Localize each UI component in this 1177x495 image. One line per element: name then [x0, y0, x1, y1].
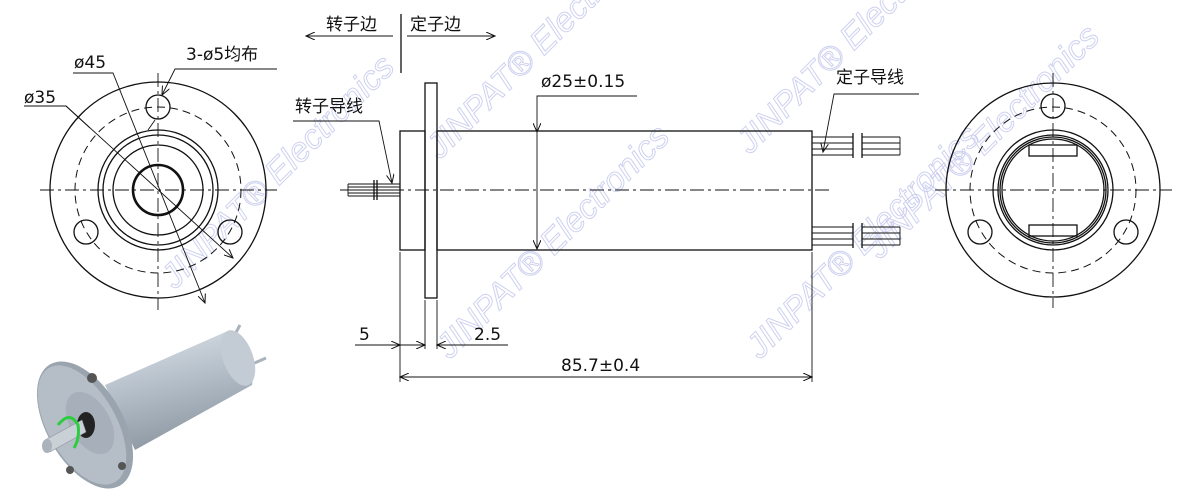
- direction-header: 转子边 定子边: [306, 14, 495, 73]
- dia-45-label: ø45: [74, 53, 106, 73]
- dim-flange-label: 2.5: [474, 325, 501, 345]
- dim-shaft-label: 5: [359, 325, 370, 345]
- rotor-leads-label: 转子导线: [295, 97, 363, 117]
- side-view: 转子导线 定子导线 ø25±0.15 5 2.5 85.7±0.4: [293, 68, 919, 382]
- watermark: JINPAT® Electronics: [428, 118, 677, 367]
- holes-label: 3-ø5均布: [186, 45, 258, 65]
- dia-35-label: ø35: [24, 88, 56, 108]
- watermarks: JINPAT® Electronics JINPAT® Electronics …: [153, 0, 1108, 367]
- watermark: JINPAT® Electronics: [153, 48, 402, 297]
- rotor-side-label: 转子边: [326, 15, 377, 35]
- dim-length-label: 85.7±0.4: [561, 356, 640, 376]
- 3d-render: [36, 324, 267, 489]
- rotor-lead-wires: [347, 180, 400, 200]
- stator-side-label: 定子边: [410, 15, 461, 35]
- front-view: ø45 ø35 3-ø5均布: [24, 45, 277, 310]
- stator-lead-wires: [812, 133, 901, 248]
- body-diameter-label: ø25±0.15: [541, 72, 625, 92]
- rear-view: [935, 73, 1172, 308]
- stator-leads-label: 定子导线: [836, 68, 904, 88]
